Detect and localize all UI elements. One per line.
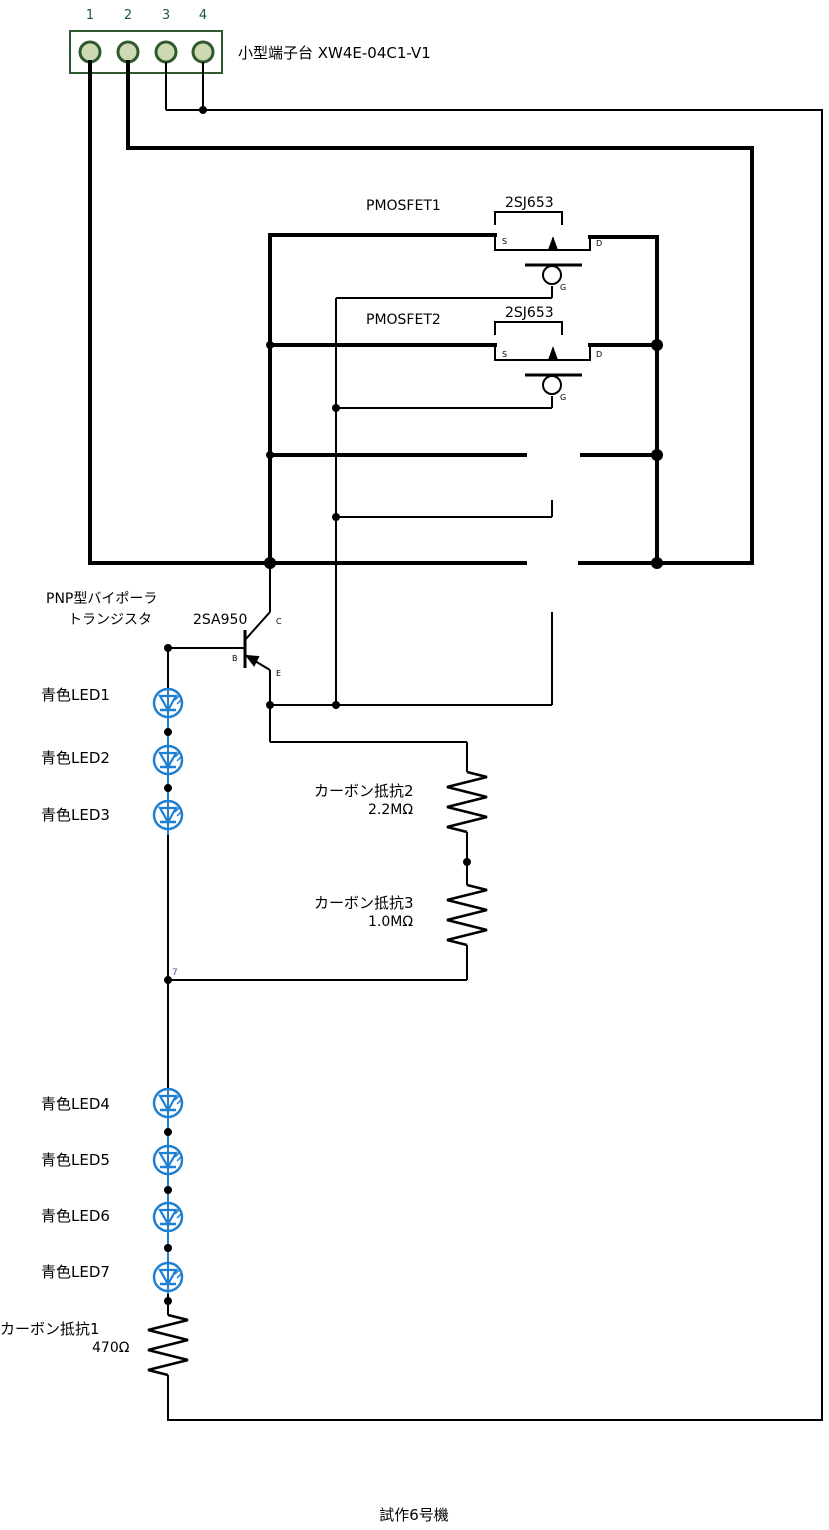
mosfet2-top-bracket [494,321,563,335]
terminal-block-label: 小型端子台 XW4E-04C1-V1 [238,44,431,62]
footer-title: 試作6号機 [379,1506,449,1524]
pmosfet2-part: 2SJ653 [505,305,554,321]
led-4-label: 青色LED4 [41,1095,110,1113]
led-1-label: 青色LED1 [41,686,110,704]
led-5-label: 青色LED5 [41,1151,110,1169]
pmosfet1-label: PMOSFET1 [366,198,441,214]
signal-wires [165,62,823,1421]
pmosfet2-gate-pin: G [560,393,566,402]
blue-led-7 [152,1261,184,1293]
junction-dots [164,106,663,1305]
resistor-1-name: カーボン抵抗1 [0,1320,100,1338]
blue-led-3 [152,799,184,831]
resistor-1-symbol [147,1313,189,1377]
resistor-2-value: 2.2MΩ [368,802,413,818]
resistor-2-symbol [446,770,488,834]
pmosfet1-part: 2SJ653 [505,195,554,211]
transistor-collector-pin: C [276,617,282,626]
power-wires [88,60,754,565]
blue-led-5 [152,1144,184,1176]
pmosfet2-drain-pin: D [596,350,602,359]
led-7-label: 青色LED7 [41,1263,110,1281]
resistor-3-symbol [446,883,488,947]
transistor-base-pin: B [232,654,238,663]
blue-led-4 [152,1087,184,1119]
transistor-part: 2SA950 [193,612,247,628]
led-2-label: 青色LED2 [41,749,110,767]
mosfet1-top-bracket [494,211,563,225]
transistor-label-line1: PNP型バイポーラ [46,591,157,607]
pmosfet2-symbol [494,345,591,395]
led-6-label: 青色LED6 [41,1207,110,1225]
pmosfet1-source-pin: S [502,237,507,246]
pmosfet2-label: PMOSFET2 [366,312,441,328]
pmosfet1-symbol [494,235,591,285]
led-3-label: 青色LED3 [41,806,110,824]
pnp-transistor-symbol [243,611,271,671]
terminal-pin-3-label: 3 [162,8,170,23]
resistor-3-value: 1.0MΩ [368,914,413,930]
blue-led-1 [152,687,184,719]
pmosfet1-drain-pin: D [596,239,602,248]
resistor-3-name: カーボン抵抗3 [314,894,414,912]
blue-led-6 [152,1201,184,1233]
node-label: 7 [172,968,178,978]
resistor-2-name: カーボン抵抗2 [314,782,414,800]
terminal-block [69,30,223,74]
terminal-pin-1-label: 1 [86,8,94,23]
transistor-label-line2: トランジスタ [68,612,152,628]
blue-led-2 [152,744,184,776]
pmosfet1-gate-pin: G [560,283,566,292]
transistor-emitter-pin: E [276,669,281,678]
pmosfet2-source-pin: S [502,350,507,359]
resistor-1-value: 470Ω [92,1340,130,1356]
terminal-pin-4-label: 4 [199,8,207,23]
terminal-pin-2-label: 2 [124,8,132,23]
